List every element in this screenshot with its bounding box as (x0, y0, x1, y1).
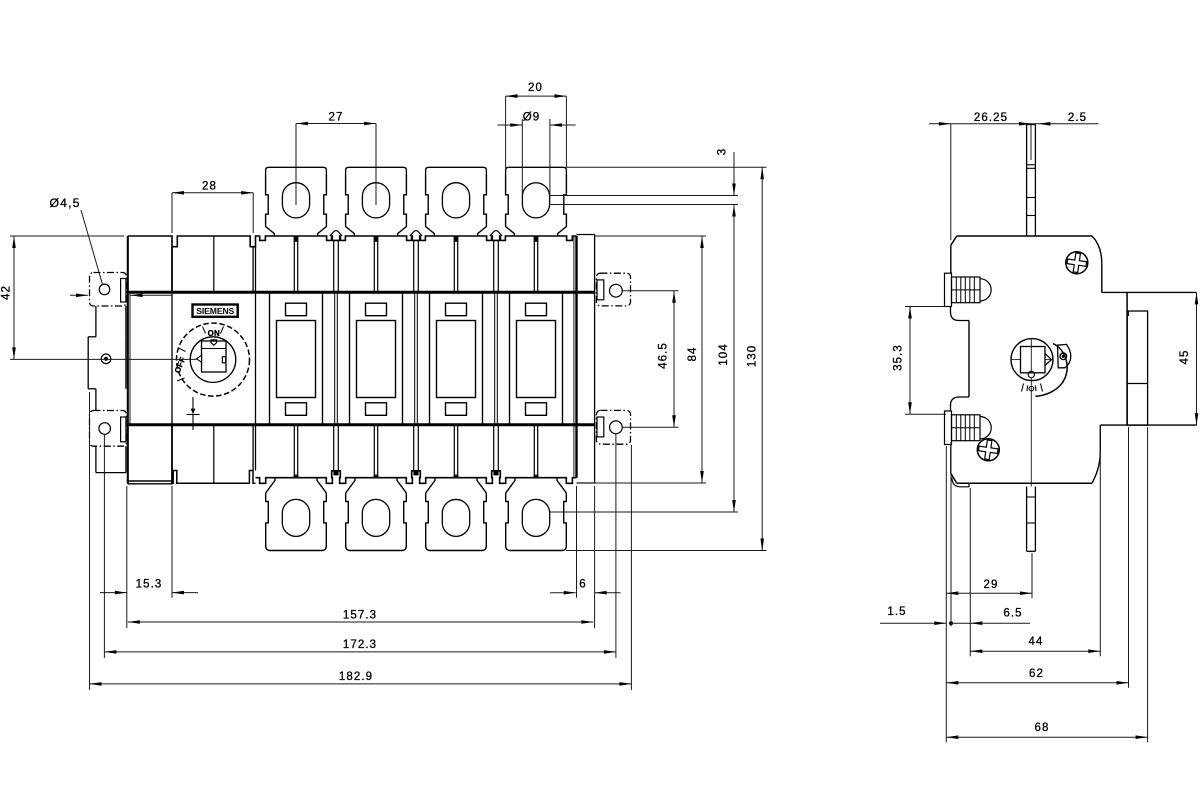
svg-text:3: 3 (717, 148, 729, 156)
svg-text:46.5: 46.5 (658, 342, 670, 369)
svg-text:29: 29 (984, 579, 999, 591)
svg-text:15.3: 15.3 (136, 579, 163, 591)
svg-text:1.5: 1.5 (887, 606, 906, 618)
svg-text:27: 27 (329, 111, 344, 123)
svg-text:Ø9: Ø9 (523, 112, 541, 124)
svg-text:42: 42 (1, 285, 13, 300)
svg-text:130: 130 (747, 345, 759, 368)
svg-text:68: 68 (1035, 722, 1050, 734)
svg-text:44: 44 (1029, 636, 1044, 648)
svg-text:28: 28 (202, 180, 217, 192)
svg-text:62: 62 (1029, 668, 1044, 680)
svg-text:172.3: 172.3 (343, 639, 377, 651)
svg-text:26.25: 26.25 (974, 112, 1008, 124)
svg-text:104: 104 (718, 343, 730, 366)
svg-text:35.3: 35.3 (893, 344, 905, 371)
svg-text:20: 20 (528, 82, 543, 94)
svg-text:157.3: 157.3 (343, 609, 377, 621)
svg-text:6: 6 (579, 579, 587, 591)
svg-text:ON: ON (208, 329, 220, 338)
svg-text:6.5: 6.5 (1003, 608, 1022, 620)
svg-text:SIEMENS: SIEMENS (196, 306, 234, 316)
svg-text:2.5: 2.5 (1068, 112, 1087, 124)
svg-text:Ø4,5: Ø4,5 (50, 196, 81, 210)
svg-text:182.9: 182.9 (339, 671, 373, 683)
svg-text:45: 45 (1179, 350, 1191, 365)
svg-text:84: 84 (687, 347, 699, 362)
